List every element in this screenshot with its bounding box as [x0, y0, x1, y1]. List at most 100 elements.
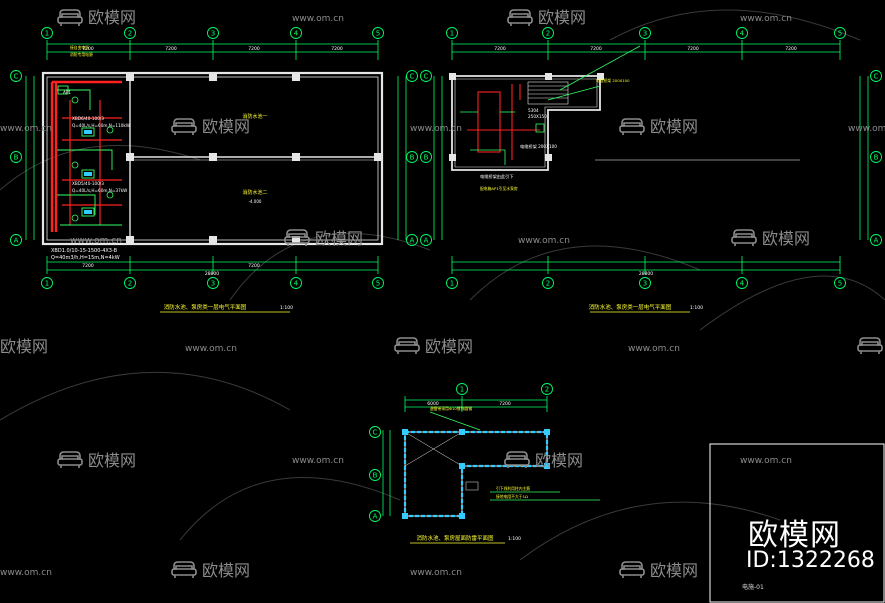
drawing-scale: 1:100	[690, 305, 703, 311]
watermark-brand: 欧模网	[88, 8, 136, 27]
equipment-label: XBD1.0/10-15-1500-4X3-B	[51, 248, 118, 254]
axis-label: B	[410, 154, 415, 162]
axis-label: 1	[450, 280, 454, 288]
dimension-text: 6000	[427, 401, 439, 407]
axis-label: 3	[211, 30, 215, 38]
plan-3-lightning-protection: 1 2 C B A 6000 7200 避雷带采用Φ10镀锌圆钢 引下线利用	[369, 383, 600, 544]
axis-label: 5	[376, 30, 380, 38]
axis-label: A	[14, 237, 19, 245]
axis-label: A	[373, 513, 378, 521]
axis-label: 4	[294, 30, 299, 38]
sofa-icon	[57, 451, 83, 469]
axis-label: A	[410, 237, 415, 245]
dimension-text: 7200	[248, 263, 260, 269]
panel-label: AP1	[63, 90, 71, 95]
annotation: 电缆桥架由此引下	[480, 173, 514, 180]
axis-label: 2	[128, 280, 132, 288]
watermark-site: www.om.cn	[0, 568, 52, 578]
watermark-brand: 欧模网	[202, 561, 250, 580]
axis-label: 2	[546, 30, 550, 38]
room-label: 消防水池二	[242, 189, 267, 196]
annotation: 接地电阻不大于1Ω	[496, 494, 528, 499]
axis-label: 1	[460, 386, 464, 394]
equipment-label: XBD6/40-100/3	[72, 116, 104, 121]
axis-label: 1	[45, 30, 49, 38]
watermark-brand: 欧模网	[650, 561, 698, 580]
drawing-scale: 1:100	[280, 305, 293, 311]
watermark-site: www.om.cn	[740, 456, 792, 466]
room-label: 消防水池一	[242, 113, 267, 120]
dimension-text: 7200	[82, 263, 94, 269]
axis-label: 5	[838, 30, 842, 38]
annotation: 电缆桥架 200X100	[596, 78, 630, 83]
axis-label: A	[424, 237, 429, 245]
axis-label: C	[373, 429, 378, 437]
sofa-icon	[504, 451, 530, 469]
equipment-spec: Q=40L/s,H=60m,N=37kW	[72, 188, 127, 193]
sofa-icon	[171, 561, 197, 579]
watermark-brand: 欧模网	[88, 451, 136, 470]
sheet-number: 电施-01	[742, 584, 764, 591]
annotation: 电缆桥架 200X100	[520, 143, 557, 150]
riser-label: 250X150	[528, 114, 547, 119]
dimension-text: 7200	[785, 46, 797, 52]
watermark-brand: 欧模网	[315, 229, 363, 248]
watermark-site: www.om.cn	[410, 124, 462, 134]
axis-label: 5	[838, 280, 842, 288]
watermark-site: www.om.cn	[185, 344, 237, 354]
axis-label: 1	[450, 30, 454, 38]
dimension-text: 7200	[687, 46, 699, 52]
equipment-spec: Q=40L/s,H=60m,N=110kW	[72, 123, 130, 128]
axis-label: A	[874, 237, 879, 245]
watermark-brand: 欧模网	[202, 117, 250, 136]
id-block-number: ID:1322268	[746, 548, 875, 573]
drawing-title: 消防水池、泵房类一层电气平面图	[164, 303, 247, 311]
watermark-brand: 欧模网	[535, 451, 583, 470]
axis-label: B	[373, 472, 378, 480]
plan-1-electrical: 1 2 3 4 5 1 2 3 4 5 C B A C B A 7200 720…	[10, 27, 418, 313]
axis-label: 4	[294, 280, 299, 288]
watermark-site: www.om.cn	[410, 568, 462, 578]
axis-label: 3	[211, 280, 215, 288]
dimension-text: 28800	[205, 271, 219, 277]
sofa-icon	[57, 9, 83, 27]
title-block-frame	[709, 443, 885, 603]
annotation: 接自变电所	[70, 45, 89, 50]
annotation: 配电箱AP1引至水泵房	[480, 186, 518, 191]
sofa-icon	[731, 229, 757, 247]
equipment-spec: Q=40m3/h,H=15m,N=4kW	[51, 255, 120, 261]
watermark-site: www.om.cn	[0, 124, 52, 134]
axis-label: B	[874, 154, 879, 162]
sofa-icon	[619, 118, 645, 136]
annotation: 引下线利用柱内主筋	[496, 486, 530, 491]
dimension-text: 7200	[331, 46, 343, 52]
dimension-text: 7200	[82, 46, 94, 52]
annotation: 避雷带采用Φ10镀锌圆钢	[430, 406, 472, 411]
axis-label: 4	[740, 30, 745, 38]
axis-label: C	[14, 73, 19, 81]
watermark-brand: 欧模网	[425, 337, 473, 356]
sofa-icon	[394, 337, 420, 355]
axis-label: C	[424, 73, 429, 81]
riser-label: 5304	[528, 108, 539, 113]
watermark-brand: 欧模网	[650, 117, 698, 136]
axis-label: 2	[128, 30, 132, 38]
dimension-text: 7200	[499, 401, 511, 407]
watermark-site: www.om.cn	[848, 124, 885, 134]
axis-label: 2	[546, 280, 550, 288]
watermark-site: www.om.cn	[292, 14, 344, 24]
axis-label: 2	[545, 386, 549, 394]
annotation: 消防专用电源	[70, 52, 93, 57]
watermark-site: www.om.cn	[628, 344, 680, 354]
axis-label: 3	[643, 280, 647, 288]
watermark-site: www.om.cn	[292, 456, 344, 466]
sofa-icon	[171, 118, 197, 136]
dimension-text: 7200	[494, 46, 506, 52]
watermark-arcs	[0, 9, 885, 561]
dimension-text: 7200	[165, 46, 177, 52]
id-block-title: 欧模网	[748, 518, 841, 553]
sofa-icon	[619, 561, 645, 579]
sofa-icon	[507, 9, 533, 27]
watermark-site: www.om.cn	[70, 236, 122, 246]
